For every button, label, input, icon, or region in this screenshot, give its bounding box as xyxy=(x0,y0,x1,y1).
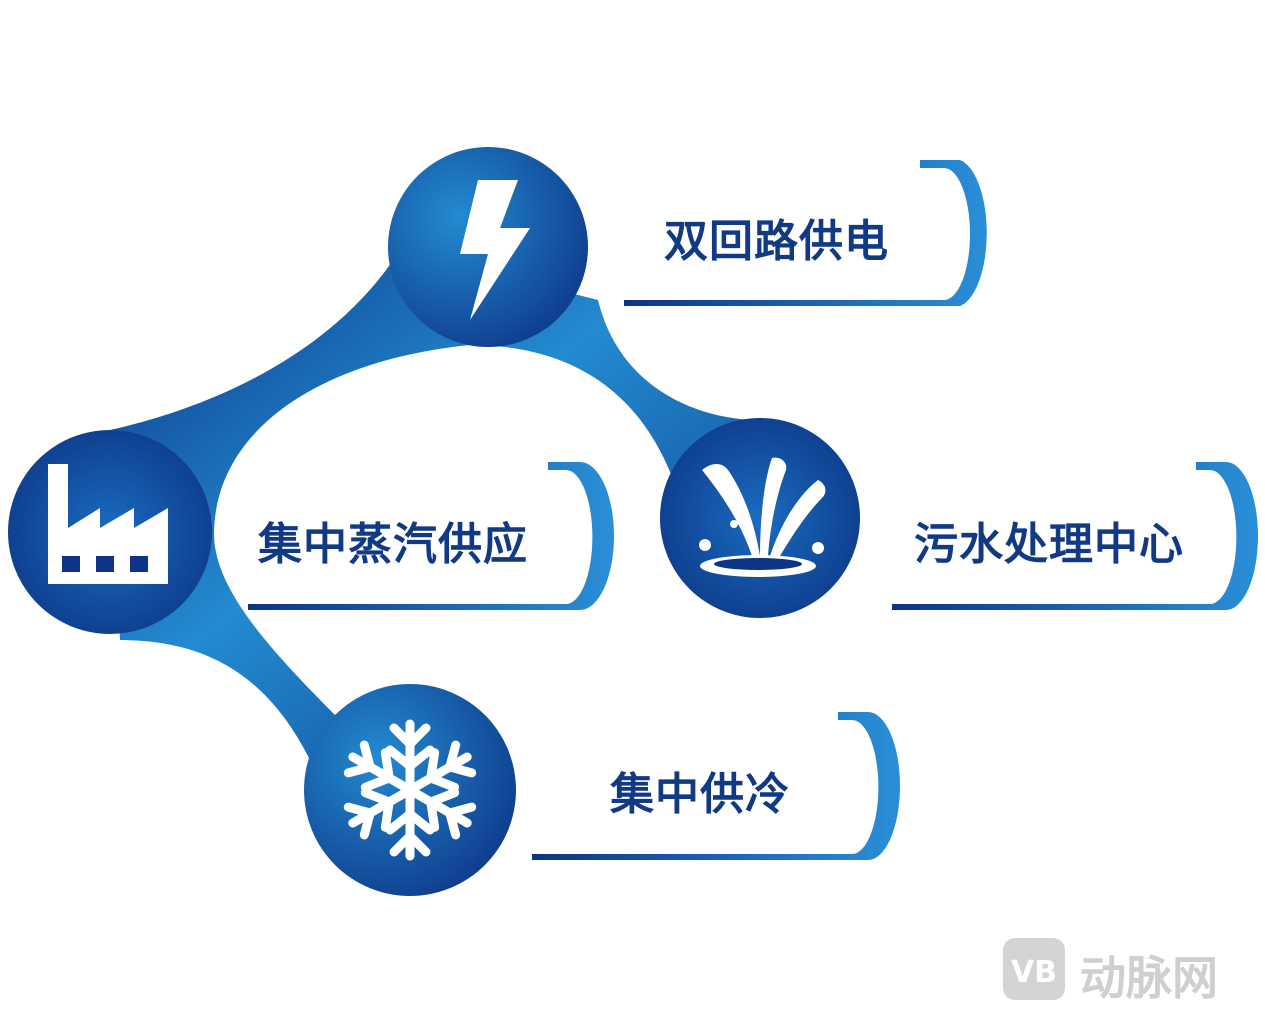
sewage-circle xyxy=(660,418,860,618)
snowflake-icon xyxy=(343,719,477,861)
watermark-logo-text: VB xyxy=(1011,955,1057,990)
watermark-logo xyxy=(1003,938,1065,1000)
connector-shape xyxy=(110,250,760,760)
label-steam: 集中蒸汽供应 xyxy=(258,519,528,570)
connector-hole xyxy=(222,352,674,610)
water-splash-icon xyxy=(699,457,826,577)
label-power: 双回路供电 xyxy=(664,216,889,267)
label-cooling: 集中供冷 xyxy=(610,769,790,820)
watermark-text: 动脉网 xyxy=(1080,951,1218,1005)
label-sewage: 污水处理中心 xyxy=(914,519,1184,570)
lightning-icon xyxy=(460,180,530,320)
factory-icon xyxy=(48,464,168,584)
